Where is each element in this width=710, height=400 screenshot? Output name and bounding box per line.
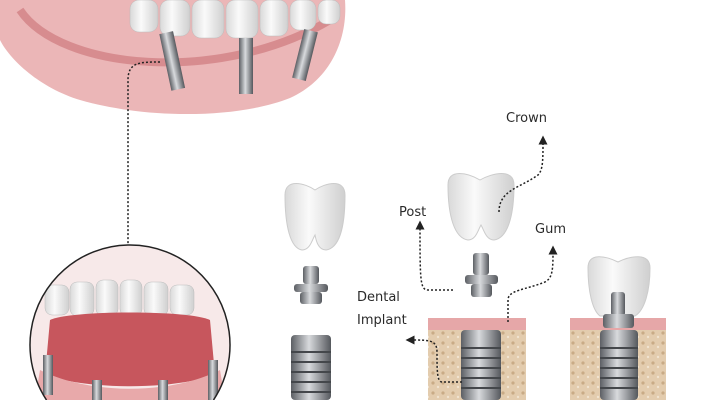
labeled-implant-assembly (428, 173, 526, 400)
dental-implant-label-line1: Dental (357, 290, 400, 305)
closeup-circle-border (29, 244, 231, 400)
assembled-implant (570, 256, 666, 400)
crown-label: Crown (506, 111, 547, 126)
upper-jaw-illustration (0, 0, 346, 115)
gum-label: Gum (535, 222, 566, 237)
post-leader-line (415, 220, 453, 291)
dental-implant-label-line2: Implant (357, 313, 407, 328)
exploded-implant-parts (284, 183, 346, 400)
lower-jaw-closeup (30, 245, 230, 400)
post-label: Post (399, 205, 427, 220)
connector-dotted-line (123, 61, 161, 260)
crown-leader-line (498, 135, 548, 213)
gum-leader-line (507, 245, 558, 322)
